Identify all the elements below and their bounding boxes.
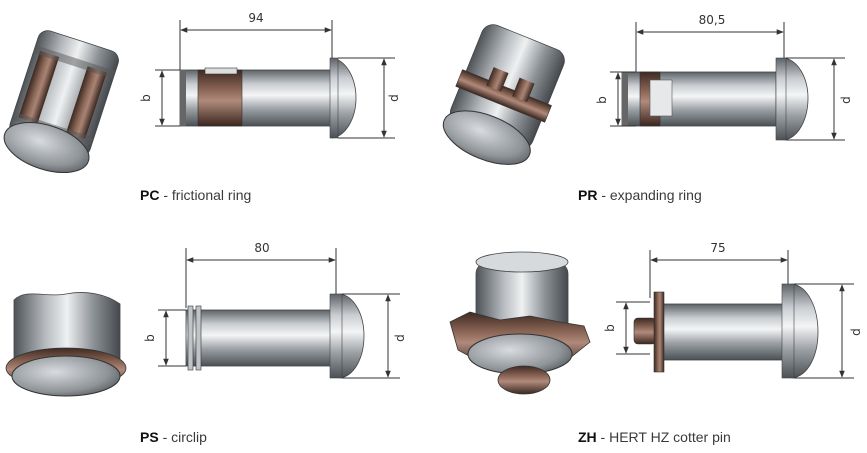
- ps-desc: - circlip: [158, 429, 207, 445]
- ps-b-label: b: [143, 334, 157, 342]
- ps-iso-view: [5, 292, 127, 397]
- ps-caption: PS - circlip: [140, 429, 207, 445]
- pr-desc: - expanding ring: [597, 187, 702, 203]
- pc-caption: PC - frictional ring: [140, 187, 251, 203]
- zh-desc: - HERT HZ cotter pin: [596, 429, 731, 445]
- pc-iso-view: [3, 30, 119, 174]
- ps-drawing: 80 b d: [5, 241, 407, 397]
- zh-length-label: 75: [710, 241, 725, 255]
- ps-dimensions: [158, 248, 400, 379]
- zh-drawing: 75 b d: [449, 241, 863, 395]
- pr-caption: PR - expanding ring: [578, 187, 702, 203]
- ps-d-label: d: [393, 334, 407, 342]
- pr-side-view: [621, 57, 809, 141]
- panel-pc: 94 b d PC - frictional ring: [0, 0, 430, 220]
- pr-length-label: 80,5: [699, 13, 726, 27]
- panel-ps: 80 b d PS - circlip: [0, 228, 430, 453]
- pc-d-label: d: [387, 94, 401, 102]
- zh-d-label: d: [849, 328, 863, 336]
- ps-code: PS: [140, 429, 159, 445]
- pc-length-label: 94: [248, 11, 263, 25]
- pc-code: PC: [140, 187, 160, 203]
- zh-code: ZH: [578, 429, 597, 445]
- pc-desc: - frictional ring: [159, 187, 252, 203]
- pr-dimensions: [610, 22, 845, 141]
- pc-b-label: b: [139, 94, 153, 102]
- ps-length-label: 80: [254, 241, 269, 255]
- pc-side-view: [179, 57, 357, 139]
- zh-dimensions: [616, 250, 854, 379]
- zh-side-view: [633, 283, 819, 379]
- panel-zh: 75 b d ZH - HERT HZ cotter pin: [440, 228, 867, 453]
- pc-dimensions: [155, 20, 395, 139]
- pr-b-label: b: [595, 96, 609, 104]
- ps-side-view: [185, 293, 365, 379]
- pr-drawing: 80,5 b d: [442, 13, 853, 165]
- pr-iso-view: [442, 24, 565, 165]
- pc-drawing: 94 b d: [3, 11, 401, 174]
- zh-b-label: b: [603, 324, 617, 332]
- pr-code: PR: [578, 187, 598, 203]
- panel-pr: 80,5 b d PR - expanding ring: [440, 0, 867, 220]
- zh-iso-view: [449, 251, 591, 395]
- pr-d-label: d: [839, 96, 853, 104]
- zh-caption: ZH - HERT HZ cotter pin: [578, 429, 731, 445]
